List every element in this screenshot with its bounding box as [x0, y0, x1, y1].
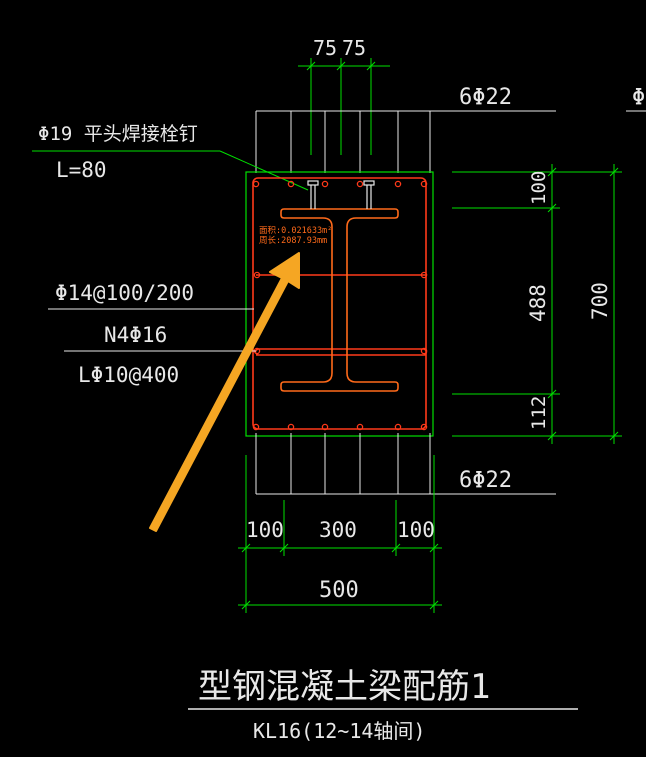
stirrup-label: Φ14@100/200: [55, 281, 194, 305]
drawing-title: 型钢混凝土梁配筋1: [198, 667, 490, 707]
top-rebar-label: 6Φ22: [459, 85, 512, 110]
stirrup: [252, 177, 427, 430]
right-middle-dimension: 488: [526, 284, 550, 322]
top-spacing-a-text: 75: [313, 36, 337, 60]
tie-bar-label: LΦ10@400: [78, 363, 179, 387]
stud-length-label: L=80: [56, 158, 107, 182]
concrete-outline: [245, 171, 434, 437]
bottom-dimensions: [238, 455, 442, 613]
section-area-text: 面积:0.021633m²: [259, 225, 332, 236]
right-bottom-dimension: 112: [528, 396, 550, 430]
bottom-middle-dimension: 300: [319, 518, 357, 542]
side-bar-label: N4Φ16: [104, 323, 167, 347]
bottom-rebar-leaders: [255, 433, 556, 495]
side-rebar-dots: [253, 271, 428, 355]
drawing-subtitle: KL16(12~14轴间): [253, 719, 425, 743]
bottom-total-dimension: 500: [319, 578, 359, 603]
top-spacing-b-text: 75: [342, 36, 366, 60]
steel-i-section: [280, 208, 399, 392]
top-rebar-partial-label: Φ: [632, 85, 645, 110]
top-spacing-dimension: [298, 58, 390, 155]
right-dimensions: [452, 164, 622, 444]
right-top-dimension: 100: [528, 171, 550, 205]
shear-stud-label: Φ19 平头焊接栓钉: [38, 123, 198, 145]
top-rebar-leaders: [255, 110, 646, 173]
right-total-dimension: 700: [588, 282, 612, 320]
arrow-up-right-icon: [149, 252, 300, 532]
bottom-rebar-label: 6Φ22: [459, 468, 512, 493]
bottom-right-dimension: 100: [397, 518, 435, 542]
section-perimeter-text: 周长:2087.93mm: [259, 235, 327, 246]
bottom-left-dimension: 100: [246, 518, 284, 542]
shear-studs: [307, 180, 375, 209]
bottom-rebar-dots: [252, 423, 428, 431]
top-rebar-dots: [252, 180, 428, 188]
